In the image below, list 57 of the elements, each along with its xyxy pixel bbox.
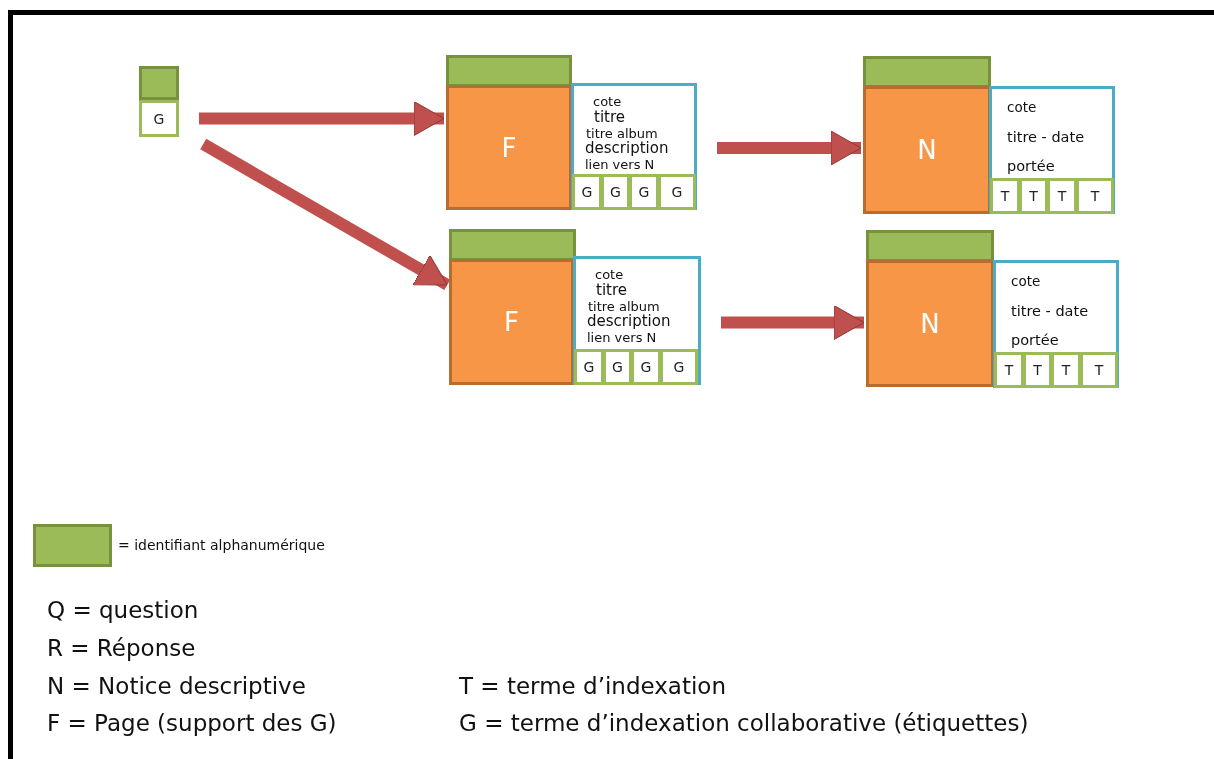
tag-cell: G	[631, 349, 661, 385]
page-box: F	[446, 85, 572, 210]
metadata-panel	[571, 83, 697, 210]
tag-cell: T	[1051, 352, 1081, 388]
tag-cell: T	[990, 178, 1020, 214]
id-bar	[139, 66, 179, 100]
legend-note: G = terme d’indexation collaborative (étiquettes)	[459, 710, 1029, 738]
tag-cell: G	[658, 174, 696, 210]
tag-cell: G	[660, 349, 698, 385]
field-label: cote	[593, 95, 622, 108]
field-label: portée	[1011, 333, 1059, 348]
page-box: N	[863, 86, 991, 214]
id-bar	[866, 230, 994, 262]
field-label: description	[585, 141, 669, 156]
arrow	[199, 101, 445, 136]
tag-cell: G	[601, 174, 630, 210]
field-label: lien vers N	[587, 331, 657, 344]
tag-cell: T	[1019, 178, 1048, 214]
field-label: cote	[595, 268, 624, 281]
field-label: titre album	[586, 127, 658, 140]
metadata-panel	[989, 86, 1115, 214]
id-bar	[449, 229, 576, 261]
page-box: F	[449, 259, 574, 385]
arrow	[717, 130, 862, 166]
id-bar	[863, 56, 991, 88]
tag-cell: T	[1076, 178, 1114, 214]
tag-cell: G	[629, 174, 659, 210]
legend-note: T = terme d’indexation	[459, 673, 726, 701]
field-label: portée	[1007, 159, 1055, 174]
field-label: titre	[596, 283, 627, 298]
arrow	[721, 305, 865, 340]
legend-label: = identifiant alphanumérique	[118, 538, 325, 552]
id-bar	[446, 55, 572, 87]
legend-note: R = Réponse	[47, 635, 196, 663]
field-label: lien vers N	[585, 158, 655, 171]
legend-note: F = Page (support des G)	[47, 710, 337, 738]
tag-cell: T	[994, 352, 1024, 388]
field-label: titre - date	[1007, 130, 1085, 145]
field-label: cote	[1011, 275, 1041, 289]
page-box: N	[866, 260, 994, 387]
tag-cell: T	[1023, 352, 1052, 388]
tag-cell: G	[603, 349, 632, 385]
field-label: cote	[1007, 101, 1037, 115]
legend-note: N = Notice descriptive	[47, 673, 306, 701]
tag-cell: T	[1047, 178, 1077, 214]
tag-box: G	[139, 100, 179, 137]
tag-cell: G	[574, 349, 604, 385]
metadata-panel	[993, 260, 1119, 388]
arrow	[200, 138, 451, 291]
field-label: description	[587, 314, 671, 329]
field-label: titre	[594, 110, 625, 125]
tag-cell: T	[1080, 352, 1118, 388]
legend-note: Q = question	[47, 597, 199, 625]
field-label: titre - date	[1011, 304, 1089, 319]
metadata-panel	[573, 256, 701, 385]
tag-cell: G	[572, 174, 602, 210]
field-label: titre album	[588, 300, 660, 313]
